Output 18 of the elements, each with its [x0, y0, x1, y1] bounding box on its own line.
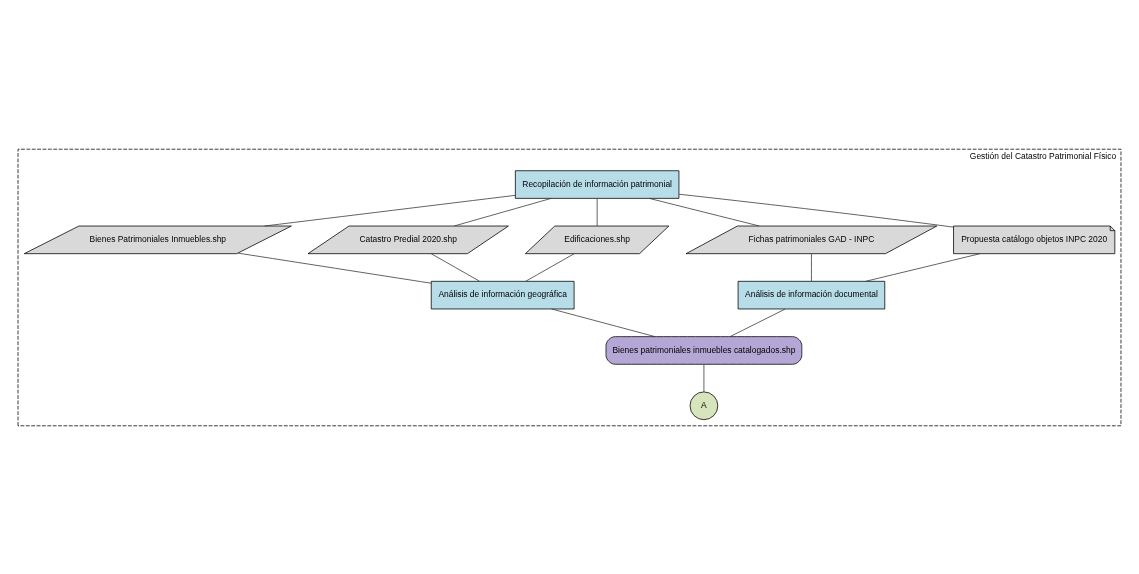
connector — [703, 363, 705, 392]
node-box: Recopilación de información patrimonial — [514, 169, 680, 199]
connector — [237, 252, 432, 284]
connector — [525, 252, 575, 282]
connector — [678, 193, 954, 227]
node-box: Bienes patrimoniales inmuebles catalogados.shp — [605, 335, 803, 365]
connector — [729, 308, 786, 337]
node-circle: A — [689, 391, 719, 420]
node-box: Análisis de información documental — [737, 280, 886, 309]
connector — [430, 252, 480, 282]
connector — [648, 197, 760, 226]
connector — [865, 252, 981, 282]
connector — [596, 197, 598, 226]
node-box: Análisis de información geográfica — [430, 280, 575, 309]
connector — [264, 194, 516, 226]
connector — [454, 197, 552, 226]
connector — [551, 308, 656, 337]
connector — [811, 253, 812, 282]
